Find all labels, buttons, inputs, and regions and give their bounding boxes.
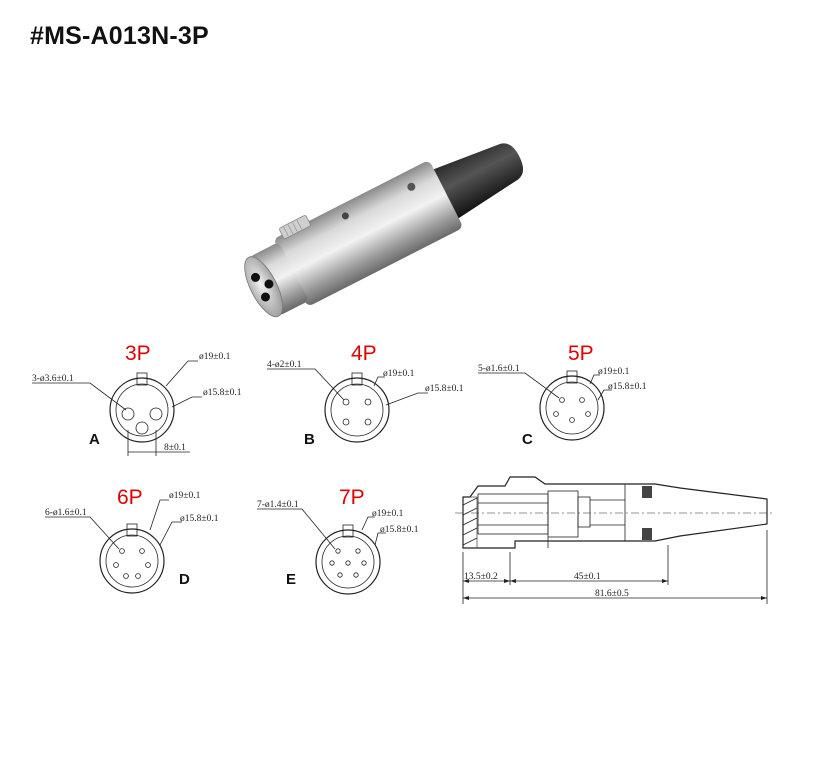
outer-diameter-dim: ø19±0.1	[372, 509, 404, 519]
inner-circle	[105, 534, 159, 588]
outer-diameter-dim: ø19±0.1	[199, 352, 231, 362]
outer-diameter-dim: ø19±0.1	[598, 367, 630, 377]
pin-spec-dim: 3-ø3.6±0.1	[32, 374, 74, 384]
product-title: #MS-A013N-3P	[30, 22, 209, 50]
outer-circle	[99, 528, 165, 594]
pin-spec-dim: 4-ø2±0.1	[267, 360, 302, 370]
front-length-dim: 13.5±0.2	[464, 572, 498, 582]
pin-spec-dim: 6-ø1.6±0.1	[45, 508, 87, 518]
inner-diameter-dim: ø15.8±0.1	[425, 384, 464, 394]
pin-spec-dim: 5-ø1.6±0.1	[478, 364, 520, 374]
inner-diameter-dim: ø15.8±0.1	[180, 514, 219, 524]
outer-diameter-dim: ø19±0.1	[169, 491, 201, 501]
inner-circle	[330, 383, 384, 437]
body-length-dim: 45±0.1	[574, 572, 601, 582]
total-length-dim: 81.6±0.5	[595, 589, 629, 599]
view-letter: C	[522, 431, 533, 448]
view-b-4p: 4P 4-ø2±0.1 ø19±0.1 ø15.8±0.1 B	[267, 342, 464, 448]
view-letter: D	[179, 571, 190, 588]
outer-circle	[109, 377, 175, 443]
view-e-7p: 7P 7-ø1.4±0.1 ø19±0.1 ø15.8±0.1 E	[257, 486, 419, 595]
connector-photo	[244, 143, 524, 318]
pin-spec-dim: 7-ø1.4±0.1	[257, 500, 299, 510]
view-a-3p: 3P 3-ø3.6±0.1 ø19±0.1 ø15.8±0.1 8±0.1 A	[32, 342, 242, 456]
pin-count-label: 7P	[339, 486, 365, 509]
outer-circle	[539, 375, 605, 441]
pin-count-label: 4P	[351, 342, 377, 365]
view-letter: E	[286, 571, 296, 588]
view-d-6p: 6P 6-ø1.6±0.1 ø19±0.1 ø15.8±0.1 D	[45, 486, 219, 594]
side-section-view: 13.5±0.2 45±0.1 81.6±0.5	[455, 476, 775, 604]
inner-diameter-dim: ø15.8±0.1	[203, 388, 242, 398]
spacing-dim: 8±0.1	[164, 443, 186, 453]
pin-count-label: 6P	[117, 486, 143, 509]
inner-circle	[545, 381, 599, 435]
inner-diameter-dim: ø15.8±0.1	[380, 525, 419, 535]
view-letter: B	[304, 431, 315, 448]
pin-count-label: 5P	[568, 342, 594, 365]
view-c-5p: 5P 5-ø1.6±0.1 ø19±0.1 ø15.8±0.1 C	[478, 342, 647, 448]
inner-circle	[115, 383, 169, 437]
inner-diameter-dim: ø15.8±0.1	[608, 382, 647, 392]
pin-count-label: 3P	[125, 342, 151, 365]
outer-circle	[324, 377, 390, 443]
outer-circle	[315, 529, 381, 595]
inner-circle	[321, 535, 375, 589]
outer-diameter-dim: ø19±0.1	[383, 369, 415, 379]
view-letter: A	[89, 431, 100, 448]
